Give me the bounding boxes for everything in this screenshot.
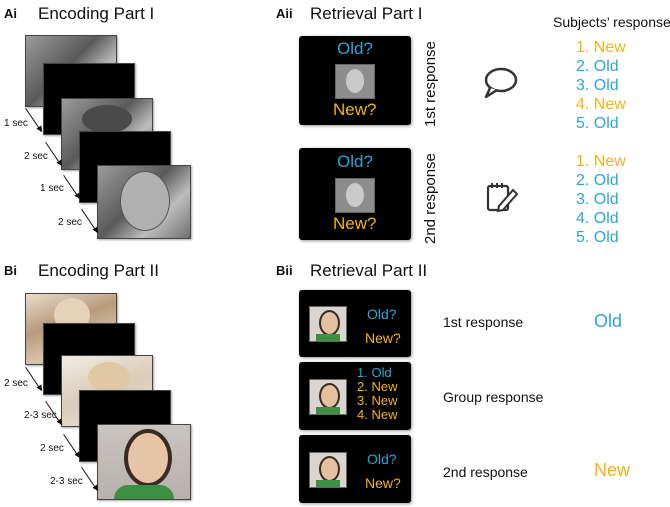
old-prompt: Old? [337,39,373,58]
group-item: 1. Old [357,365,392,380]
panel-letter-ai: Ai [4,6,17,21]
response-item: 5. Old [576,229,619,246]
subjects-response-header: Subjects’ response [553,14,670,30]
arrow-icon [63,434,80,458]
panel-letter-aii: Aii [276,6,293,21]
first-response-list: 1. New 2. Old 3. Old 4. New 5. Old [576,38,626,133]
arrow-icon [81,209,98,233]
group-item: 4. New [357,407,398,422]
panel-letter-bi: Bi [4,263,17,278]
notepad-pencil-icon [486,183,519,213]
face-thumbnail [309,306,347,342]
old-prompt: Old? [337,152,373,171]
new-prompt: New? [365,330,401,346]
time-label: 2 sec [24,151,48,162]
time-label: 2 sec [40,443,64,454]
arrow-icon [81,467,98,491]
face-thumbnail [335,64,375,99]
panel-title-encoding-2: Encoding Part II [38,261,159,280]
second-response-label: 2nd response [443,464,528,480]
panel-letter-bii: Bii [276,263,293,278]
time-label: 1 sec [4,118,28,129]
time-label: 2-3 sec [24,410,57,421]
response-item: 4. New [576,96,626,113]
first-response-answer: Old [594,311,623,331]
panel-title-retrieval-1: Retrieval Part I [310,4,423,23]
second-response-label: 2nd response [422,153,439,244]
arrow-icon [63,175,80,199]
time-label: 2-3 sec [50,476,83,487]
response-item: 2. Old [576,172,619,189]
face-thumbnail [309,452,347,488]
first-response-label: 1st response [443,314,524,330]
response-item: 2. Old [576,58,619,75]
retrieval-screen-4: Old? New? [299,435,411,503]
second-response-list: 1. New 2. Old 3. Old 4. Old 5. Old [576,152,626,247]
time-label: 1 sec [40,183,64,194]
group-response-screen: 1. Old 2. New 3. New 4. New [299,362,411,430]
response-item: 5. Old [576,115,619,132]
face-thumbnail [335,178,375,213]
speech-bubble-icon [484,67,518,99]
response-item: 3. Old [576,77,619,94]
old-prompt: Old? [367,306,397,322]
group-item: 2. New [357,379,398,394]
face-thumbnail [309,379,347,415]
retrieval-screen-3: Old? New? [299,290,411,357]
group-item: 3. New [357,393,398,408]
group-response-list: 1. Old 2. New 3. New 4. New [357,366,397,422]
face-photo-3 [97,165,191,239]
response-item: 1. New [576,39,626,56]
old-prompt: Old? [367,451,397,467]
time-label: 2 sec [58,217,82,228]
first-response-label: 1st response [422,41,439,127]
panel-title-retrieval-2: Retrieval Part II [310,261,428,280]
face-photo-6 [97,424,191,500]
panel-title-encoding-1: Encoding Part I [38,4,155,23]
response-item: 3. Old [576,191,619,208]
retrieval-screen-1: Old? New? [299,36,411,125]
response-item: 1. New [576,153,626,170]
group-response-label: Group response [443,389,544,405]
response-item: 4. Old [576,210,619,227]
retrieval-screen-2: Old? New? [299,148,411,240]
second-response-answer: New [594,460,631,480]
new-prompt: New? [333,100,377,119]
new-prompt: New? [365,475,401,491]
time-label: 2 sec [4,378,28,389]
new-prompt: New? [333,214,377,233]
